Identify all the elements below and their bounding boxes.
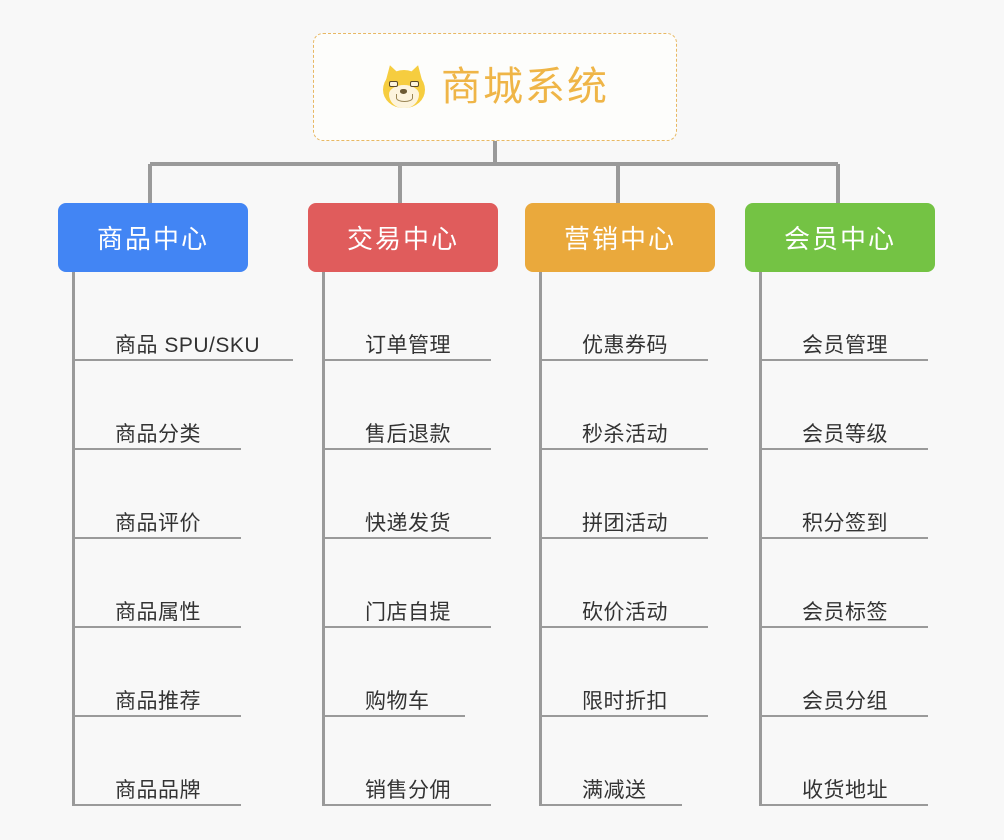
leaf-item[interactable]: 订单管理 [325, 272, 498, 361]
leaf-label: 商品分类 [115, 422, 201, 446]
leaf-item[interactable]: 拼团活动 [542, 450, 715, 539]
leaf-item[interactable]: 积分签到 [762, 450, 935, 539]
leaf-label: 收货地址 [802, 778, 888, 802]
leaf-label: 砍价活动 [582, 600, 668, 624]
category-box-1[interactable]: 交易中心 [308, 203, 498, 272]
leaf-label: 商品评价 [115, 511, 201, 535]
root-node[interactable]: 商城系统 [313, 33, 677, 141]
leaf-label: 商品 SPU/SKU [115, 333, 261, 357]
leaf-item[interactable]: 售后退款 [325, 361, 498, 450]
leaf-item[interactable]: 会员管理 [762, 272, 935, 361]
root-title: 商城系统 [441, 65, 609, 109]
branch-column-0: 商品中心 商品 SPU/SKU 商品分类 商品评价 商品属性 商品推荐 商品品牌 [58, 203, 293, 806]
leaf-item[interactable]: 会员标签 [762, 539, 935, 628]
leaf-item[interactable]: 砍价活动 [542, 539, 715, 628]
leaf-label: 会员标签 [802, 600, 888, 624]
leaf-label: 商品推荐 [115, 689, 201, 713]
leaf-label: 购物车 [365, 689, 430, 713]
leaf-list-2: 优惠券码 秒杀活动 拼团活动 砍价活动 限时折扣 满减送 [539, 272, 715, 806]
category-label: 交易中心 [346, 224, 459, 254]
leaf-label: 快递发货 [365, 511, 451, 535]
leaf-item[interactable]: 商品分类 [75, 361, 248, 450]
leaf-list-1: 订单管理 售后退款 快递发货 门店自提 购物车 销售分佣 [322, 272, 498, 806]
category-box-2[interactable]: 营销中心 [525, 203, 715, 272]
leaf-item[interactable]: 门店自提 [325, 539, 498, 628]
dog-face-icon [381, 62, 427, 110]
leaf-label: 秒杀活动 [582, 422, 668, 446]
category-label: 会员中心 [783, 224, 896, 254]
leaf-label: 订单管理 [365, 333, 451, 357]
leaf-item[interactable]: 限时折扣 [542, 628, 715, 717]
category-label: 商品中心 [96, 224, 209, 254]
leaf-label: 满减送 [582, 778, 647, 802]
leaf-item[interactable]: 销售分佣 [325, 717, 498, 806]
leaf-label: 销售分佣 [365, 778, 451, 802]
category-box-0[interactable]: 商品中心 [58, 203, 248, 272]
leaf-list-0: 商品 SPU/SKU 商品分类 商品评价 商品属性 商品推荐 商品品牌 [72, 272, 293, 806]
leaf-label: 限时折扣 [582, 689, 668, 713]
leaf-item[interactable]: 快递发货 [325, 450, 498, 539]
leaf-label: 商品属性 [115, 600, 201, 624]
category-box-3[interactable]: 会员中心 [745, 203, 935, 272]
leaf-label: 优惠券码 [582, 333, 668, 357]
leaf-item[interactable]: 优惠券码 [542, 272, 715, 361]
branch-column-1: 交易中心 订单管理 售后退款 快递发货 门店自提 购物车 销售分佣 [308, 203, 498, 806]
leaf-item[interactable]: 满减送 [542, 717, 715, 806]
leaf-label: 会员等级 [802, 422, 888, 446]
leaf-label: 售后退款 [365, 422, 451, 446]
leaf-item[interactable]: 商品评价 [75, 450, 248, 539]
leaf-item[interactable]: 商品品牌 [75, 717, 248, 806]
leaf-label: 门店自提 [365, 600, 451, 624]
leaf-list-3: 会员管理 会员等级 积分签到 会员标签 会员分组 收货地址 [759, 272, 935, 806]
leaf-item[interactable]: 会员分组 [762, 628, 935, 717]
branch-column-2: 营销中心 优惠券码 秒杀活动 拼团活动 砍价活动 限时折扣 满减送 [525, 203, 715, 806]
leaf-item[interactable]: 商品推荐 [75, 628, 248, 717]
leaf-label: 商品品牌 [115, 778, 201, 802]
leaf-label: 会员管理 [802, 333, 888, 357]
leaf-label: 会员分组 [802, 689, 888, 713]
leaf-item[interactable]: 秒杀活动 [542, 361, 715, 450]
leaf-item[interactable]: 购物车 [325, 628, 498, 717]
leaf-label: 积分签到 [802, 511, 888, 535]
leaf-item[interactable]: 商品属性 [75, 539, 248, 628]
branch-column-3: 会员中心 会员管理 会员等级 积分签到 会员标签 会员分组 收货地址 [745, 203, 935, 806]
leaf-item[interactable]: 商品 SPU/SKU [75, 272, 293, 361]
leaf-label: 拼团活动 [582, 511, 668, 535]
leaf-item[interactable]: 收货地址 [762, 717, 935, 806]
leaf-item[interactable]: 会员等级 [762, 361, 935, 450]
category-label: 营销中心 [563, 224, 676, 254]
